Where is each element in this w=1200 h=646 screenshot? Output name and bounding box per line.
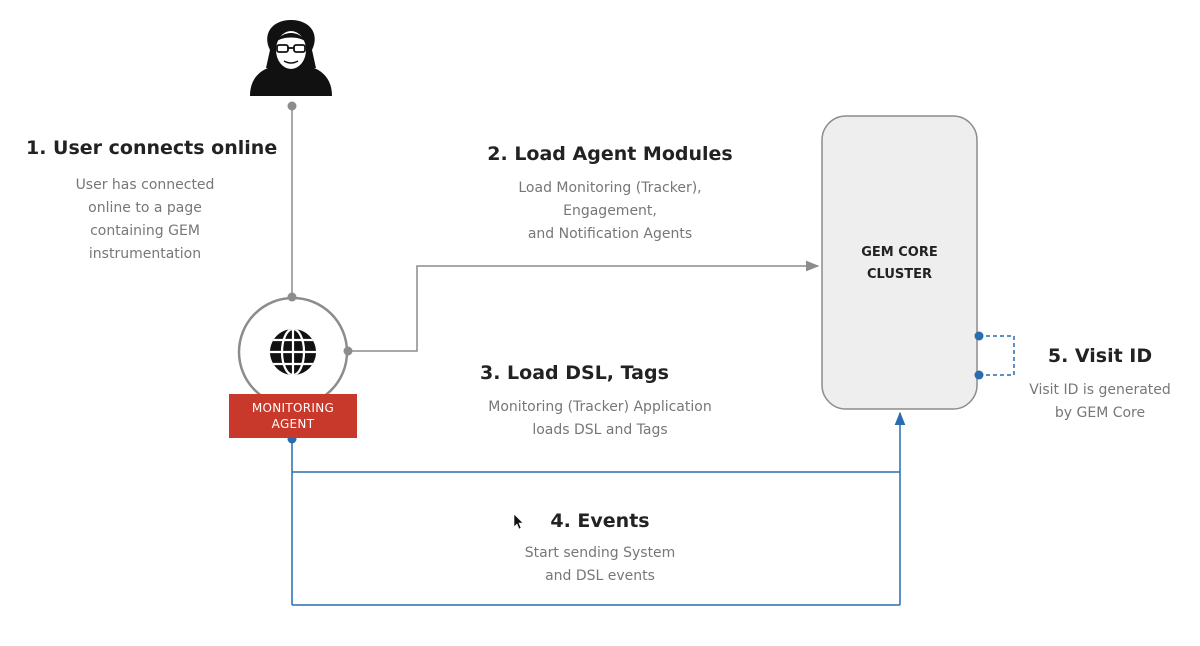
step-1-desc-line: online to a page bbox=[88, 200, 202, 216]
user-avatar-icon bbox=[250, 20, 332, 96]
connector-dot bbox=[287, 101, 297, 111]
core-label-line-2: CLUSTER bbox=[866, 267, 933, 282]
globe-icon bbox=[270, 329, 316, 375]
step-4-desc-line: and DSL events bbox=[545, 568, 655, 584]
step-4-title: 4. Events bbox=[550, 510, 650, 532]
visit-id-loop bbox=[979, 335, 1015, 376]
step-1-desc-line: User has connected bbox=[75, 177, 215, 193]
step-3-title: 3. Load DSL, Tags bbox=[480, 362, 669, 384]
step-3-desc-line: loads DSL and Tags bbox=[532, 422, 668, 438]
step-5-desc-line: Visit ID is generated bbox=[1029, 382, 1171, 398]
connector-dot bbox=[287, 292, 297, 302]
load-modules-connector bbox=[352, 260, 820, 352]
step-1-desc-line: containing GEM bbox=[90, 223, 200, 239]
agent-label-line-2: AGENT bbox=[271, 417, 315, 431]
step-4-description: Start sending System and DSL events bbox=[480, 542, 720, 588]
step-3-desc-line: Monitoring (Tracker) Application bbox=[488, 399, 712, 415]
gem-core-cluster-box bbox=[821, 115, 978, 410]
step-5-title: 5. Visit ID bbox=[1047, 345, 1153, 367]
monitoring-agent-badge: MONITORING AGENT bbox=[229, 394, 357, 438]
step-5-desc-line: by GEM Core bbox=[1054, 405, 1146, 421]
step-2-title: 2. Load Agent Modules bbox=[487, 143, 733, 165]
connector-dot bbox=[974, 331, 984, 341]
connector-dot bbox=[974, 370, 984, 380]
step-1-title: 1. User connects online bbox=[26, 137, 278, 159]
step-5-description: Visit ID is generated by GEM Core bbox=[1015, 379, 1185, 425]
step-4-desc-line: Start sending System bbox=[524, 545, 676, 561]
step-2-desc-line: and Notification Agents bbox=[527, 226, 693, 242]
gem-core-cluster-label: GEM CORE CLUSTER bbox=[822, 242, 977, 286]
step-3-description: Monitoring (Tracker) Application loads D… bbox=[440, 396, 760, 442]
agent-label-line-1: MONITORING bbox=[251, 401, 335, 415]
mouse-cursor-icon bbox=[513, 513, 524, 530]
core-label-line-1: GEM CORE bbox=[861, 245, 938, 260]
step-2-desc-line: Load Monitoring (Tracker), bbox=[518, 180, 702, 196]
step-2-description: Load Monitoring (Tracker), Engagement, a… bbox=[440, 177, 780, 246]
connector-dot bbox=[343, 346, 353, 356]
step-2-desc-line: Engagement, bbox=[563, 203, 657, 219]
step-1-desc-line: instrumentation bbox=[88, 246, 202, 262]
step-1-description: User has connected online to a page cont… bbox=[40, 174, 250, 266]
